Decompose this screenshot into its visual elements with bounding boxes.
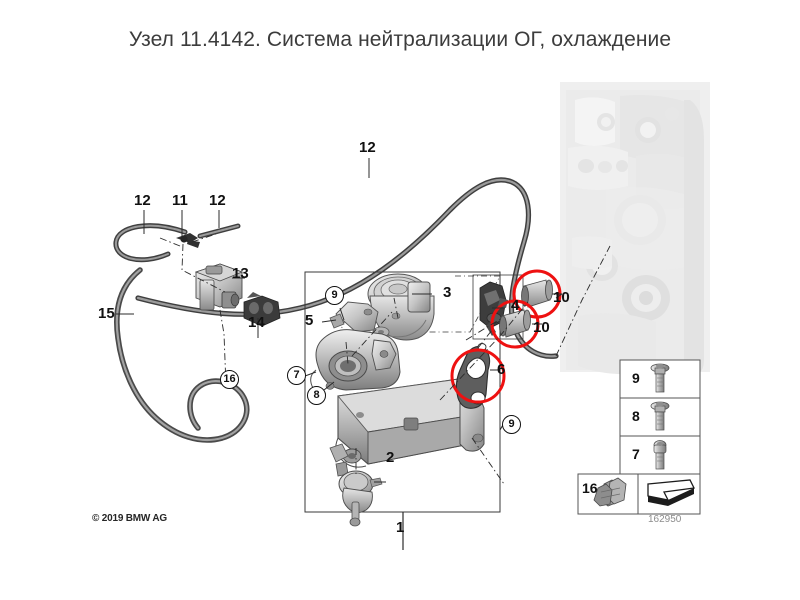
callout-1: 1 (396, 519, 405, 536)
callout-2: 2 (386, 449, 395, 466)
solenoid-valve-13 (194, 263, 244, 311)
callout-12-left: 12 (134, 192, 151, 209)
legend-bolt-9-icon (650, 363, 670, 393)
gasket-6 (455, 343, 491, 409)
callout-13: 13 (232, 265, 249, 282)
callout-3: 3 (443, 284, 452, 301)
legend-num-8: 8 (632, 408, 640, 424)
callout-7: 7 (287, 366, 306, 385)
callout-10-lower: 10 (533, 319, 550, 336)
callout-9-lower: 9 (502, 415, 521, 434)
intake-flange-7-8 (310, 329, 401, 395)
callout-6: 6 (497, 361, 506, 378)
pipe-10-upper (521, 279, 553, 308)
page-title: Узел 11.4142. Система нейтрализации ОГ, … (128, 28, 672, 51)
callout-9-upper: 9 (325, 286, 344, 305)
legend-num-16: 16 (582, 480, 598, 496)
callout-12-long: 12 (359, 139, 376, 156)
callout-15: 15 (98, 305, 115, 322)
legend-bolt-7-icon (653, 440, 667, 470)
callout-16: 16 (220, 370, 239, 389)
egr-valve-3 (367, 273, 435, 341)
legend-arrow-icon (647, 479, 695, 506)
diagram-svg (113, 82, 710, 582)
legend-clip-16-icon (593, 477, 627, 507)
callout-14: 14 (248, 314, 265, 331)
legend-bolt-8-icon (650, 401, 670, 431)
bracket-5 (329, 301, 379, 333)
temperature-sensor-4 (479, 281, 508, 336)
copyright-notice: © 2019 BMW AG (92, 513, 167, 524)
callout-4: 4 (511, 297, 520, 314)
diagram-reference-number: 162950 (648, 514, 682, 525)
legend-num-9: 9 (632, 370, 640, 386)
connector-plug-14 (243, 292, 281, 327)
coolant-hose-loop-15 (114, 267, 250, 443)
subbox-3 (339, 275, 501, 333)
callout-8: 8 (307, 386, 326, 405)
engine-block-background (560, 82, 710, 375)
legend-num-7: 7 (632, 446, 640, 462)
vacuum-hose-left-12 (113, 223, 188, 263)
egr-cooler-body (329, 379, 481, 477)
t-connector-11 (176, 233, 200, 248)
callout-12-right: 12 (209, 192, 226, 209)
vacuum-actuator-2 (338, 470, 383, 527)
callout-5: 5 (305, 312, 314, 329)
callout-11: 11 (172, 192, 188, 209)
vacuum-hose-right-12 (197, 223, 241, 239)
callout-10-upper: 10 (553, 289, 570, 306)
parts-diagram (0, 70, 800, 582)
highlight-circle-6 (450, 348, 506, 404)
parts-legend (577, 359, 701, 515)
leader-lines (159, 233, 611, 485)
pipe-10-lower (499, 309, 531, 338)
